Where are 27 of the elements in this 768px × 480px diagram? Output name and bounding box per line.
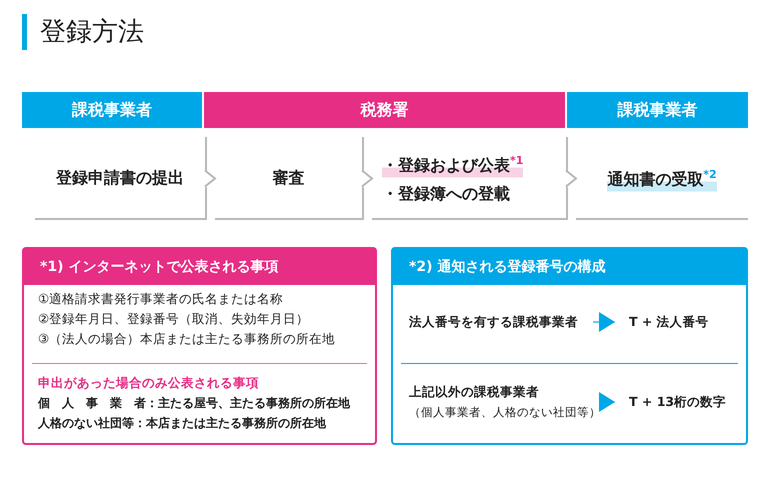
step-text: 登録申請書の提出 <box>56 166 184 188</box>
list-item: ②登録年月日、登録番号（取消、失効年月日） <box>38 311 310 328</box>
subheading: 申出があった場合のみ公表される事項 <box>38 375 259 392</box>
row-label: T + 13桁の数字 <box>615 387 737 417</box>
panel-heading: *1) インターネットで公表される事項 <box>24 249 375 285</box>
column-header: 税務署 <box>204 92 565 128</box>
list-item: ③（法人の場合）本店または主たる事務所の所在地 <box>38 331 336 348</box>
detail-line: 人格のない社団等：本店または主たる事務所の所在地 <box>38 415 326 432</box>
triangle-arrow <box>599 392 616 412</box>
step-text: 審査 <box>272 166 304 188</box>
chevron-arrow <box>565 170 577 188</box>
list-item: ①適格請求書発行事業者の氏名または名称 <box>38 291 284 308</box>
row-label: T + 法人番号 <box>615 307 737 337</box>
panel-heading: *2) 通知される登録番号の構成 <box>393 249 746 285</box>
triangle-arrow <box>592 312 616 332</box>
row-label-text: 上記以外の課税事業者 <box>409 383 540 401</box>
bullet-item: ・登録簿への登載 <box>382 182 510 205</box>
chevron-arrow <box>361 170 373 188</box>
detail-line: 個 人 事 業 者：主たる屋号、主たる事務所の所在地 <box>38 395 350 412</box>
row-label: 法人番号を有する課税事業者 <box>409 307 593 337</box>
column-header: 課税事業者 <box>22 92 202 128</box>
page-title: 登録方法 <box>40 16 144 49</box>
info-panel <box>391 247 748 445</box>
info-panel <box>22 247 377 445</box>
chevron-arrow <box>204 170 216 188</box>
column-header: 課税事業者 <box>567 92 748 128</box>
row-note: （個人事業者、人格のない社団等） <box>409 404 602 421</box>
